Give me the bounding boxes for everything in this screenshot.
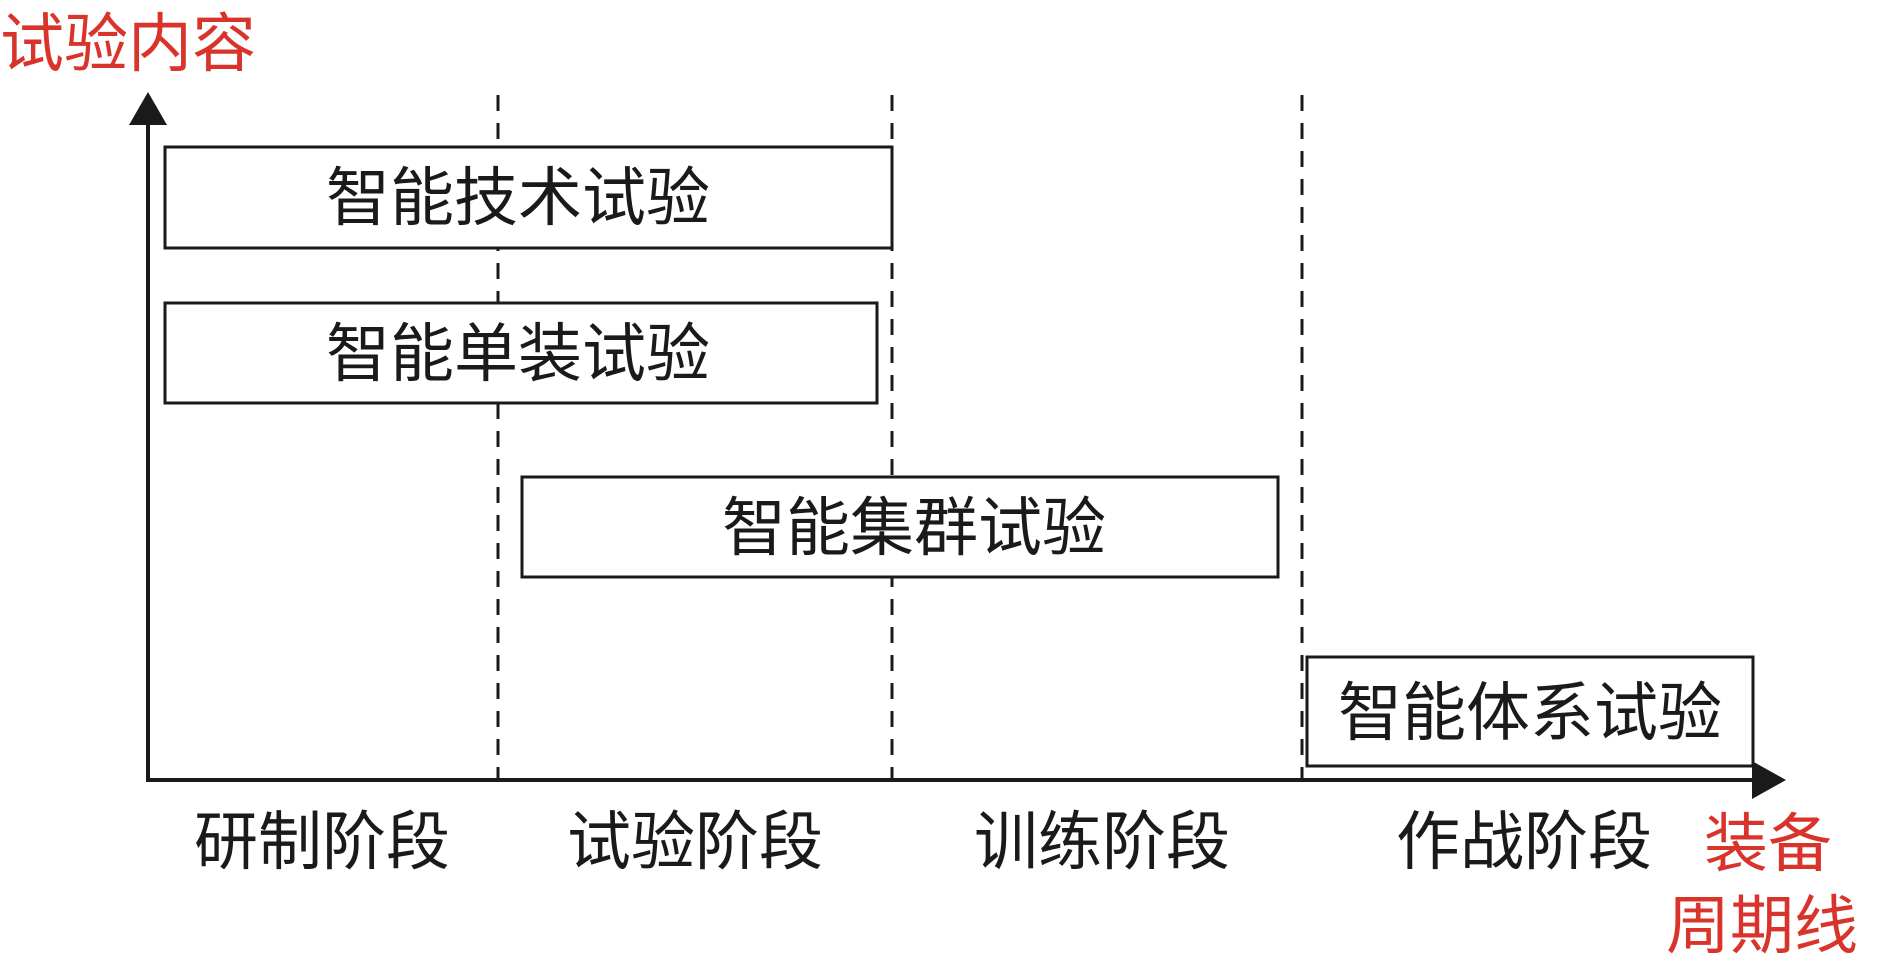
stage-label-testing: 试验阶段 <box>567 806 823 880</box>
stage-label-training: 训练阶段 <box>974 806 1230 880</box>
test-box-system <box>1305 655 1755 768</box>
x-axis-title-line2: 周期线 <box>1666 890 1858 964</box>
test-label-system: 智能体系试验 <box>1338 677 1722 751</box>
y-axis-arrow-icon <box>129 92 167 125</box>
x-axis-title-line1: 装备 <box>1704 808 1832 882</box>
test-box-technology <box>163 145 894 250</box>
test-label-technology: 智能技术试验 <box>326 162 710 236</box>
stage-label-combat: 作战阶段 <box>1396 806 1652 880</box>
test-label-swarm: 智能集群试验 <box>722 492 1106 566</box>
test-label-single-equipment: 智能单装试验 <box>326 318 710 392</box>
stage-label-development: 研制阶段 <box>194 806 450 880</box>
test-box-single-equipment <box>163 301 879 405</box>
y-axis-title: 试验内容 <box>0 8 256 82</box>
x-axis-arrow-icon <box>1752 761 1786 799</box>
test-box-swarm <box>520 475 1280 579</box>
